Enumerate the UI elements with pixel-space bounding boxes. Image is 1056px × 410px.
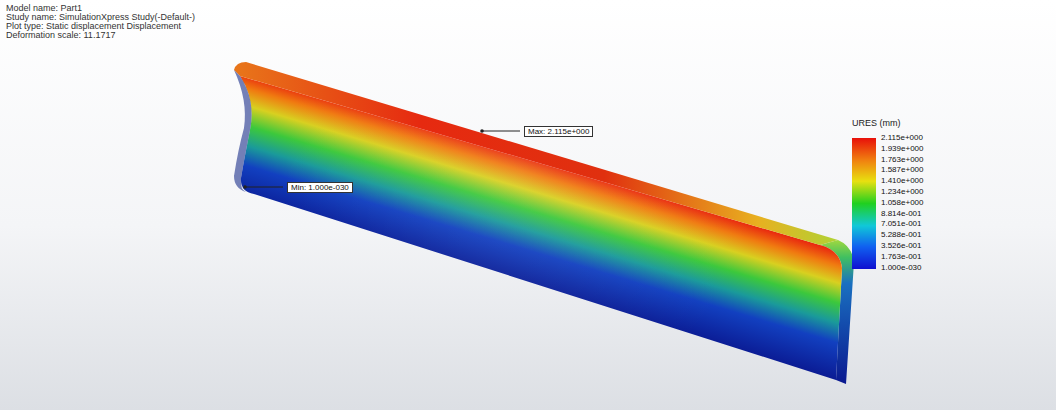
color-bar <box>852 138 876 269</box>
scale-value: 5.288e-001 <box>881 230 921 239</box>
leader-point <box>243 185 247 189</box>
scale-value: 1.587e+000 <box>881 165 924 174</box>
scale-value: 2.115e+000 <box>881 133 923 142</box>
scale-value: 1.058e+000 <box>881 198 924 207</box>
min-callout: Min: 1.000e-030 <box>287 182 353 193</box>
callout-text: Max: 2.115e+000 <box>528 127 589 136</box>
legend-title: URES (mm) <box>852 118 901 128</box>
plot-info: Plot type: Static displacement Displacem… <box>6 22 181 31</box>
top-face <box>234 62 838 245</box>
callout-text: Min: 1.000e-030 <box>291 183 349 192</box>
leader-line <box>482 131 520 132</box>
scale-value: 3.526e-001 <box>881 241 921 250</box>
scale-value: 8.814e-001 <box>881 209 921 218</box>
front-face <box>240 76 842 380</box>
max-callout: Max: 2.115e+000 <box>524 126 593 137</box>
scale-value: 1.939e+000 <box>881 144 924 153</box>
scale-value: 1.763e-001 <box>881 252 921 261</box>
plot-info: Deformation scale: 11.1717 <box>6 31 115 40</box>
scale-value: 1.000e-030 <box>881 263 921 272</box>
scale-value: 7.051e-001 <box>881 219 921 228</box>
leader-line <box>245 187 283 188</box>
plot-info: Model name: Part1 <box>6 4 82 13</box>
leader-point <box>480 129 484 133</box>
scale-value: 1.410e+000 <box>881 176 924 185</box>
plot-info: Study name: SimulationXpress Study(-Defa… <box>6 13 195 22</box>
scale-value: 1.234e+000 <box>881 187 924 196</box>
scale-value: 1.763e+000 <box>881 155 924 164</box>
